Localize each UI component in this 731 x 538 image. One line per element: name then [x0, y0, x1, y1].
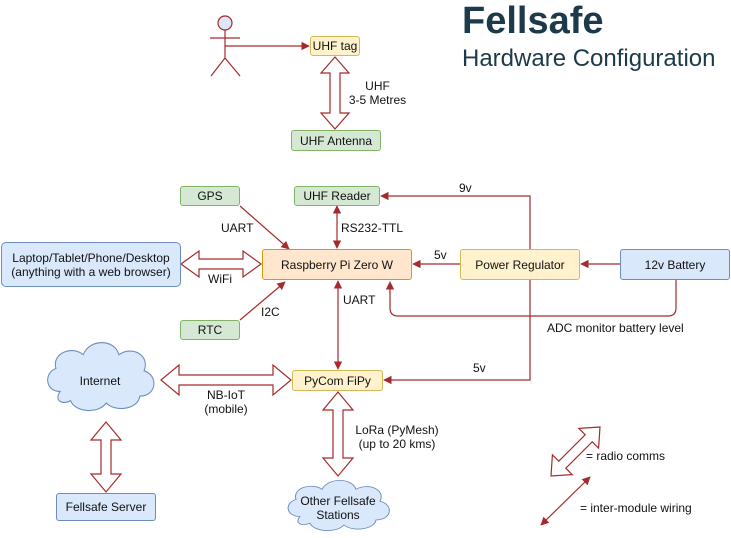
- five-volt-pycom-label: 5v: [473, 361, 486, 375]
- laptop-line-2: (anything with a web browser): [11, 264, 171, 279]
- rs232-label: RS232-TTL: [341, 221, 404, 235]
- five-volt-pi-label: 5v: [434, 248, 447, 262]
- uhf-reader-node: UHF Reader: [294, 186, 380, 206]
- wifi-label: WiFi: [208, 272, 232, 286]
- legend-wiring-sample: [540, 476, 591, 526]
- lora-line-2: (up to 20 kms): [358, 437, 436, 451]
- regulator-pycom-wire: [383, 280, 531, 385]
- other-stations-cloud: [287, 479, 390, 531]
- laptop-client-node: Laptop/Tablet/Phone/Desktop (anything wi…: [1, 242, 181, 287]
- gps-pi-wire: [239, 205, 290, 250]
- fellsafe-server-node: Fellsafe Server: [56, 493, 156, 521]
- pycom-node: PyCom FiPy: [292, 370, 383, 391]
- nine-volt-label: 9v: [459, 181, 472, 195]
- uart-pycom-label: UART: [343, 293, 376, 307]
- uart-gps-label: UART: [221, 221, 254, 235]
- other-stations-line-2: Stations: [316, 508, 360, 522]
- lora-radio-link: [321, 391, 355, 477]
- server-radio-link: [89, 421, 123, 493]
- nbiot-line-1: NB-IoT: [206, 388, 245, 402]
- raspberry-pi-node: Raspberry Pi Zero W: [262, 249, 412, 280]
- other-stations-label: Other Fellsafe Stations: [288, 494, 388, 522]
- nbiot-line-2: (mobile): [204, 402, 248, 416]
- legend-radio-sample: [550, 426, 601, 477]
- lora-label: LoRa (PyMesh) (up to 20 kms): [352, 423, 442, 451]
- gps-node: GPS: [180, 186, 240, 206]
- lora-line-1: LoRa (PyMesh): [355, 423, 439, 437]
- i2c-label: I2C: [261, 305, 280, 319]
- uhf-range-line-2: 3-5 Metres: [348, 93, 407, 107]
- power-regulator-node: Power Regulator: [460, 249, 580, 280]
- regulator-reader-wire: [380, 191, 531, 249]
- battery-adc-wire: [385, 280, 677, 317]
- uhf-range-label: UHF 3-5 Metres: [345, 79, 410, 107]
- wifi-radio-link: [179, 249, 263, 279]
- nbiot-label: NB-IoT (mobile): [194, 388, 258, 416]
- rtc-pi-wire: [239, 281, 286, 321]
- internet-label: Internet: [79, 374, 121, 388]
- battery-node: 12v Battery: [620, 249, 730, 280]
- uhf-range-line-1: UHF: [365, 79, 390, 93]
- page-subtitle: Hardware Configuration: [462, 45, 716, 72]
- legend-wiring-label: = inter-module wiring: [580, 501, 692, 515]
- internet-cloud: [47, 342, 155, 412]
- uhf-radio-link: [319, 56, 351, 130]
- laptop-line-1: Laptop/Tablet/Phone/Desktop: [12, 250, 170, 265]
- adc-monitor-label: ADC monitor battery level: [547, 321, 684, 335]
- person-icon: [210, 15, 241, 77]
- page-title: Fellsafe: [462, 0, 604, 42]
- nbiot-radio-link: [160, 363, 292, 397]
- legend-radio-label: = radio comms: [586, 449, 666, 463]
- rtc-node: RTC: [180, 320, 240, 340]
- uhf-antenna-node: UHF Antenna: [291, 130, 381, 151]
- other-stations-line-1: Other Fellsafe: [300, 494, 376, 508]
- uhf-tag-node: UHF tag: [310, 36, 360, 56]
